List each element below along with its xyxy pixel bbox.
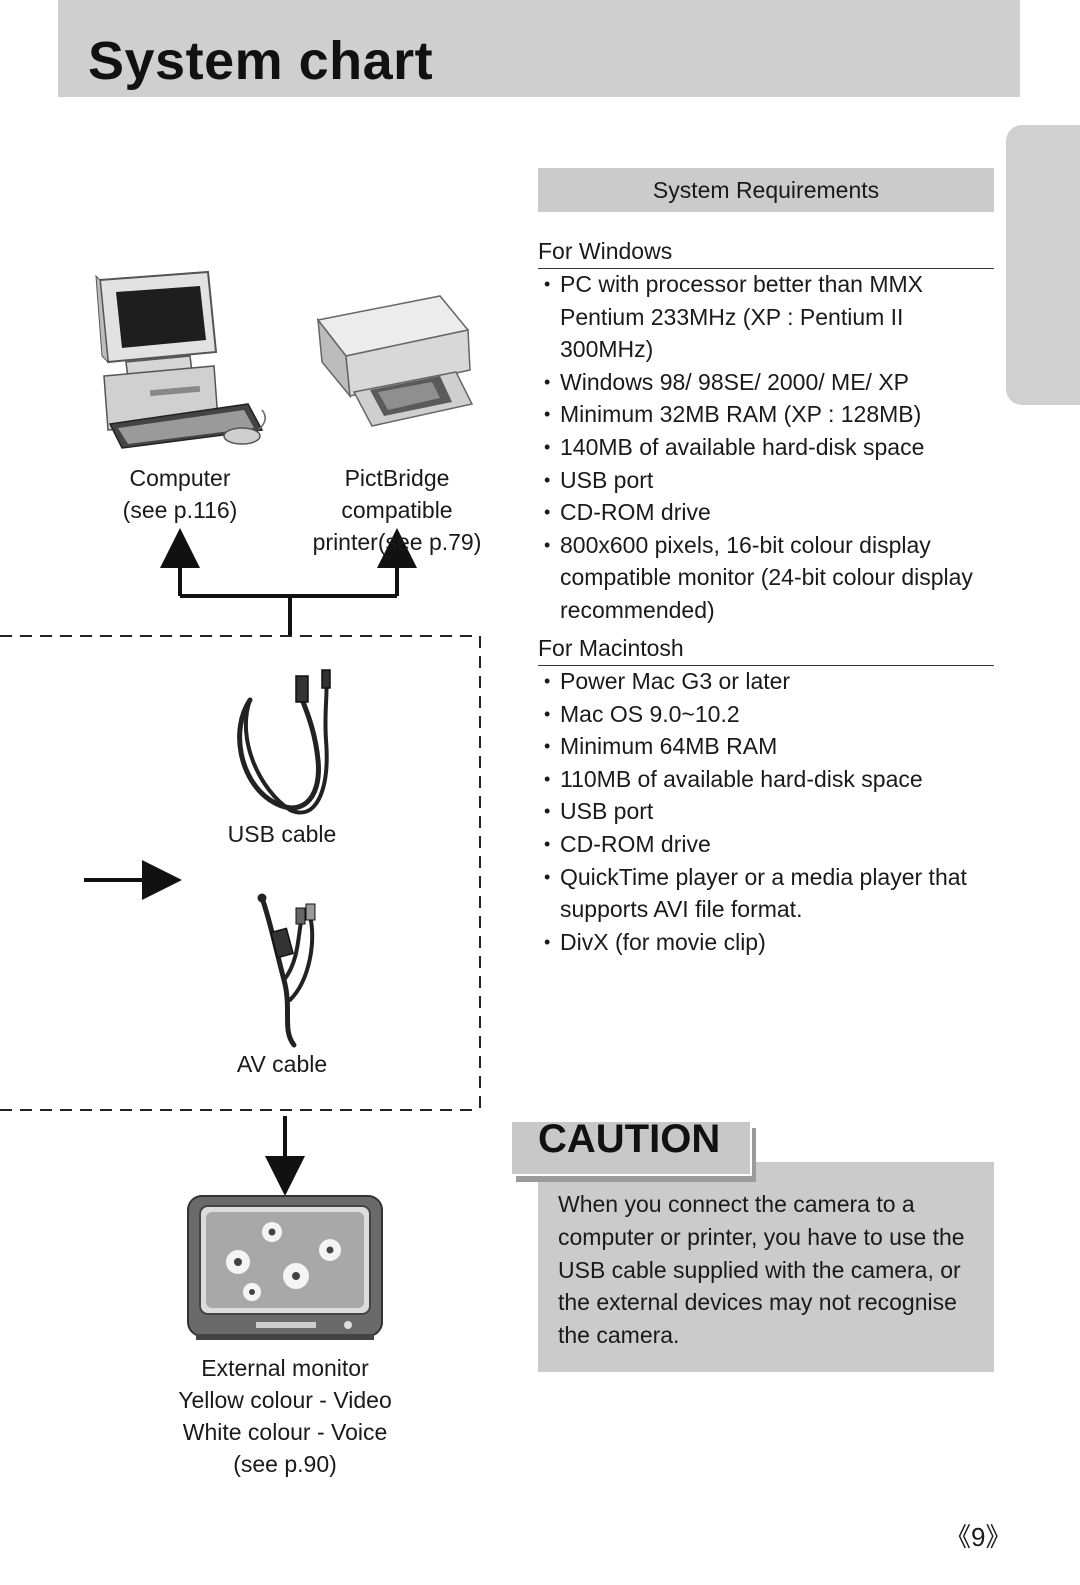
list-item: Minimum 32MB RAM (XP : 128MB) [538,398,994,431]
monitor-label-line2: Yellow colour - Video [178,1387,392,1413]
requirements-header-bar [538,168,994,212]
list-item: USB port [538,795,994,828]
cable-group-box [0,635,481,1111]
monitor-page-ref: (see p.90) [233,1451,337,1477]
list-item: QuickTime player or a media player that … [538,861,994,926]
list-item: PC with processor better than MMX Pentiu… [538,268,994,366]
list-item: Mac OS 9.0~10.2 [538,698,994,731]
computer-label-line1: Computer [129,465,231,491]
computer-label: Computer (see p.116) [100,462,260,526]
list-item: Windows 98/ 98SE/ 2000/ ME/ XP [538,366,994,399]
usb-cable-label: USB cable [227,821,337,847]
system-diagram [0,270,481,1340]
monitor-label-line3: White colour - Voice [182,1419,388,1445]
list-item: CD-ROM drive [538,496,994,529]
printer-label: PictBridge compatible printer(see p.79) [290,462,504,558]
printer-illustration [316,295,474,427]
header-bar [58,0,1020,97]
side-tab [1006,125,1080,405]
monitor-label-line1: External monitor [201,1355,369,1381]
mac-requirements-list: Power Mac G3 or later Mac OS 9.0~10.2 Mi… [538,665,994,958]
caution-heading: CAUTION [538,1117,721,1161]
caution-text: When you connect the camera to a compute… [558,1191,965,1349]
tv-monitor-illustration [187,1195,383,1340]
list-item: Power Mac G3 or later [538,665,994,698]
list-item: DivX (for movie clip) [538,926,994,959]
list-item: USB port [538,464,994,497]
av-cable-illustration [257,893,316,1048]
list-item: Minimum 64MB RAM [538,730,994,763]
caution-heading-box [510,1120,752,1176]
windows-heading: For Windows [538,238,994,269]
page-title: System chart [88,31,434,91]
printer-label-line1: PictBridge compatible [341,465,453,523]
connector-lines [160,528,417,635]
windows-requirements-list: PC with processor better than MMX Pentiu… [538,268,994,627]
list-item: 800x600 pixels, 16-bit colour display co… [538,529,994,627]
computer-illustration [95,270,266,449]
requirements-title: System Requirements [652,177,880,203]
list-item: 140MB of available hard-disk space [538,431,994,464]
usb-cable-illustration [237,669,331,815]
mac-heading: For Macintosh [538,635,994,666]
page-number: 《9》 [945,1522,1012,1552]
printer-page-ref: printer(see p.79) [312,529,482,555]
list-item: 110MB of available hard-disk space [538,763,994,796]
list-item: CD-ROM drive [538,828,994,861]
computer-page-ref: (see p.116) [122,497,238,523]
caution-panel [538,1162,994,1372]
av-cable-label: AV cable [236,1051,328,1077]
monitor-label: External monitor Yellow colour - Video W… [170,1352,400,1480]
